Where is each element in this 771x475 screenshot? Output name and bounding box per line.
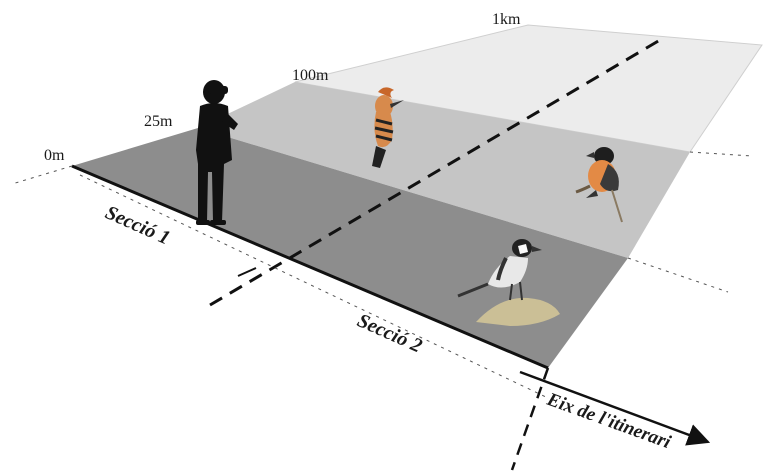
- transect-edge: [71, 164, 549, 370]
- distance-label-100m: 100m: [292, 67, 329, 84]
- section-2-label: Secció 2: [354, 309, 425, 357]
- itinerary-axis-arrow: [519, 370, 711, 446]
- stonechat-bird: [575, 147, 623, 223]
- band-25m-shade: [198, 82, 690, 258]
- wagtail-bird: [457, 239, 560, 326]
- band-0-25m: [72, 128, 628, 368]
- distance-label-25m: 25m: [144, 113, 173, 130]
- observer-silhouette: [196, 80, 238, 225]
- center-dashed-line: [209, 38, 661, 307]
- section-1-label: Secció 1: [102, 201, 173, 249]
- right-edge-dashed: [510, 367, 550, 471]
- distance-label-1km: 1km: [492, 11, 521, 28]
- band-line-extensions: [11, 151, 753, 399]
- distance-label-0m: 0m: [44, 147, 65, 164]
- section-separator: [237, 267, 257, 277]
- hoopoe-bird: [372, 87, 404, 168]
